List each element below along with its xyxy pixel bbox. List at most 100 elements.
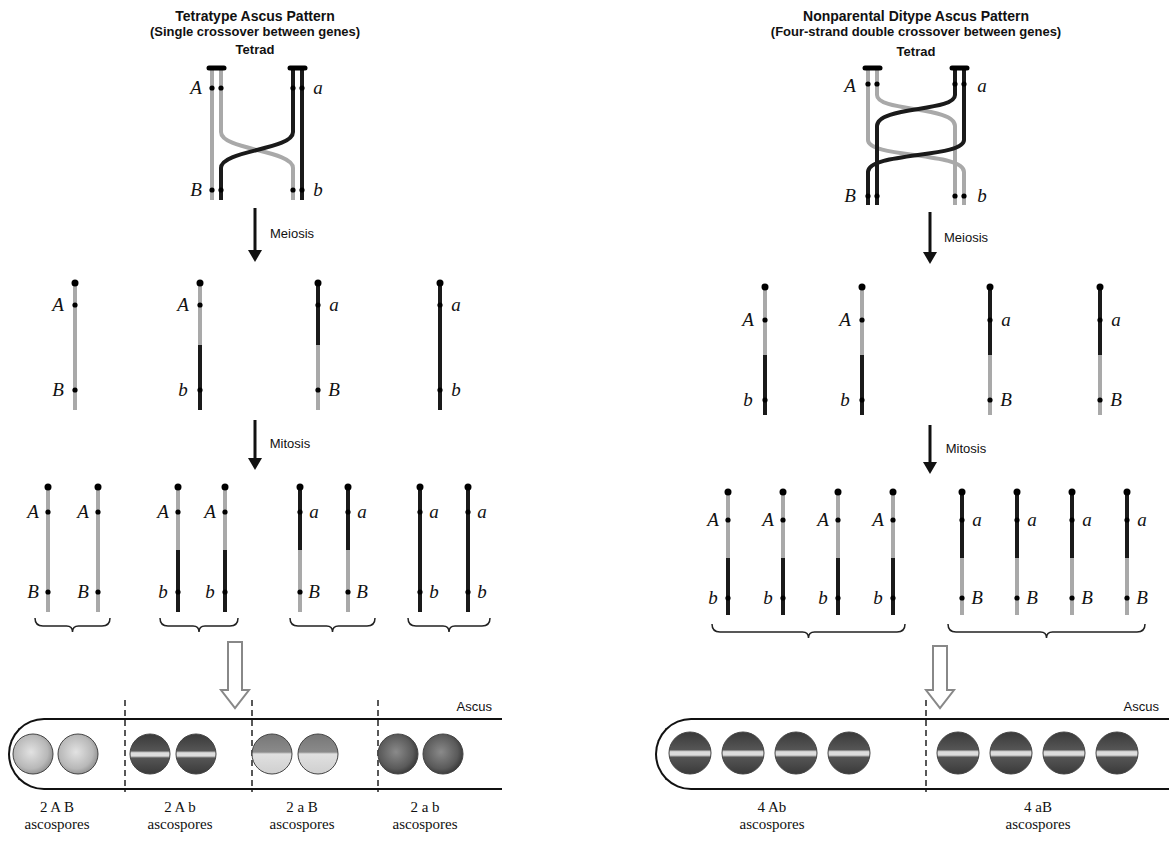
chromatid [860, 355, 864, 415]
ascospore [669, 732, 711, 774]
gene-locus [315, 302, 320, 307]
chromatid [96, 487, 100, 550]
gene-locus [959, 595, 964, 600]
chromatid [763, 355, 767, 415]
ascospore [828, 732, 870, 774]
gene-locus [297, 509, 302, 514]
gene-locus [1097, 397, 1102, 402]
panel-subtitle: Tetrad [236, 43, 275, 58]
chromatid [781, 558, 785, 615]
gene-allele: a [309, 501, 319, 523]
centromere-dot [437, 280, 444, 287]
gene-allele: a [451, 294, 461, 316]
grouping-bracket [290, 618, 375, 632]
gene-allele: b [313, 179, 323, 201]
centromere-dot [72, 280, 79, 287]
chromatid [1070, 558, 1074, 615]
gene-locus [222, 509, 227, 514]
chromatid [960, 558, 964, 615]
ascospore [378, 734, 418, 774]
gene-allele: b [873, 587, 883, 609]
gene-locus [952, 81, 957, 86]
gene-locus [874, 81, 879, 86]
gene-locus [959, 517, 964, 522]
centromere-dot [197, 280, 204, 287]
gene-allele: B [1000, 389, 1012, 411]
gene-allele: B [971, 587, 983, 609]
ascospore-caption: 4 Ab ascospores [726, 799, 818, 834]
gene-locus [95, 589, 100, 594]
centromere-dot [315, 280, 322, 287]
gene-allele: B [27, 581, 39, 603]
gene-locus [1069, 595, 1074, 600]
gene-allele: B [1026, 587, 1038, 609]
gene-allele: A [872, 509, 884, 531]
gene-allele: A [177, 294, 189, 316]
gene-locus [197, 302, 202, 307]
chromatid [960, 492, 964, 558]
centromere-dot [890, 489, 897, 496]
gene-locus [1069, 517, 1074, 522]
gene-allele: a [329, 294, 339, 316]
chromatid [891, 492, 895, 558]
chromatid [316, 345, 320, 410]
gene-allele: a [1111, 309, 1121, 331]
chromatid [418, 487, 422, 550]
gene-locus [218, 187, 223, 192]
hollow-arrow [221, 642, 249, 708]
chromatid [198, 345, 202, 410]
chromatid [210, 68, 214, 200]
gene-locus [222, 589, 227, 594]
gene-allele: a [477, 501, 487, 523]
gene-locus [865, 81, 870, 86]
centromere-dot [1069, 489, 1076, 496]
chromatid [73, 345, 77, 410]
chromatid [877, 68, 955, 205]
ascospore [775, 732, 817, 774]
arrow-head [248, 250, 262, 262]
chromatid [836, 558, 840, 615]
gene-locus [299, 85, 304, 90]
ascus-divider [925, 700, 927, 792]
centromere-dot [780, 489, 787, 496]
centromere-bar [290, 66, 305, 71]
gene-locus [417, 509, 422, 514]
chromatid [73, 283, 77, 345]
chromatid [1070, 492, 1074, 558]
centromere-dot [987, 284, 994, 291]
ascospore [58, 734, 98, 774]
chromatid [1098, 355, 1102, 415]
centromere-dot [959, 489, 966, 496]
gene-locus [175, 509, 180, 514]
gene-allele: a [1027, 509, 1037, 531]
chromatid [223, 550, 227, 612]
gene-locus [835, 517, 840, 522]
ascospore [937, 732, 979, 774]
gene-locus [1124, 517, 1129, 522]
panel-subtitle: Tetrad [897, 45, 936, 60]
centromere-bar [865, 66, 880, 71]
ascospore [1096, 732, 1138, 774]
gene-locus [45, 589, 50, 594]
gene-allele: B [77, 581, 89, 603]
grouping-bracket [948, 624, 1145, 638]
gene-allele: A [157, 501, 169, 523]
gene-locus [465, 509, 470, 514]
gene-locus [865, 193, 870, 198]
centromere-dot [45, 484, 52, 491]
chromatid [221, 68, 293, 200]
gene-locus [952, 193, 957, 198]
gene-locus [725, 595, 730, 600]
gene-allele: a [357, 501, 367, 523]
chromatid [46, 550, 50, 612]
gene-allele: A [844, 75, 856, 97]
chromatid [176, 550, 180, 612]
gene-locus [874, 193, 879, 198]
gene-locus [780, 595, 785, 600]
centromere-dot [1014, 489, 1021, 496]
chromatid [1098, 287, 1102, 355]
gene-allele: B [356, 581, 368, 603]
arrow-head [923, 252, 937, 264]
